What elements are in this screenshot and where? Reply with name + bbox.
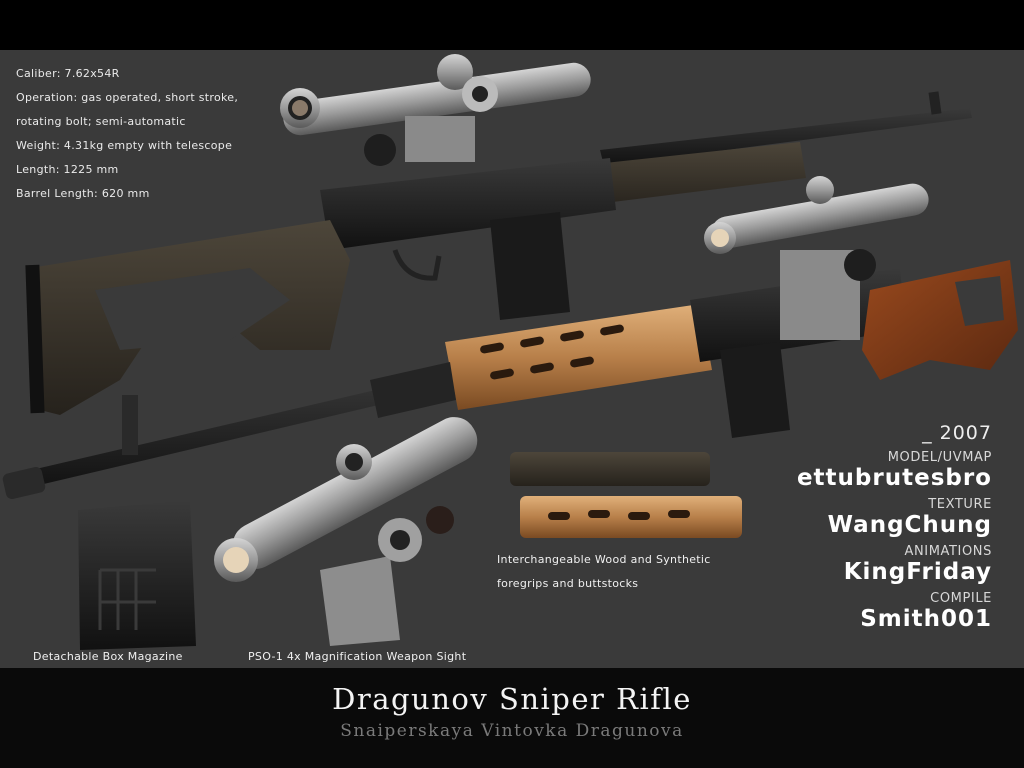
caption-grips-line2: foregrips and buttstocks: [497, 577, 639, 590]
wood-rifle: [2, 176, 1018, 499]
credits-animations-name: KingFriday: [843, 559, 992, 585]
credits-model-name: ettubrutesbro: [796, 465, 992, 491]
credits-animations-role: ANIMATIONS: [904, 544, 992, 559]
render-panel: Caliber: 7.62x54R Operation: gas operate…: [0, 50, 1024, 668]
credits-model-role: MODEL/UVMAP: [887, 450, 992, 465]
spec-barrel-length: Barrel Length: 620 mm: [16, 187, 150, 200]
pso1-scope-render: [214, 417, 478, 646]
interchangeable-grips-render: [510, 452, 742, 538]
spec-operation-cont: rotating bolt; semi-automatic: [16, 115, 186, 128]
spec-operation: Operation: gas operated, short stroke,: [16, 91, 239, 104]
spec-weight: Weight: 4.31kg empty with telescope: [16, 139, 233, 152]
synthetic-rifle: [25, 54, 972, 415]
credits-block: _ 2007 MODEL/UVMAP ettubrutesbro TEXTURE…: [797, 422, 992, 632]
caption-magazine: Detachable Box Magazine: [33, 650, 183, 663]
magazine-render: [78, 500, 196, 650]
credits-compile-role: COMPILE: [930, 591, 992, 606]
spec-caliber: Caliber: 7.62x54R: [16, 67, 120, 80]
top-black-bar: [0, 0, 1024, 50]
footer-title: Dragunov Sniper Rifle: [332, 682, 692, 716]
credits-year: _ 2007: [922, 422, 992, 444]
specs-block: Caliber: 7.62x54R Operation: gas operate…: [16, 62, 238, 206]
footer-bar: Dragunov Sniper Rifle Snaiperskaya Vinto…: [0, 668, 1024, 768]
credits-texture-role: TEXTURE: [928, 497, 992, 512]
weapon-render-art: [2, 54, 1018, 650]
spec-length: Length: 1225 mm: [16, 163, 119, 176]
footer-subtitle: Snaiperskaya Vintovka Dragunova: [340, 721, 684, 741]
caption-scope: PSO-1 4x Magnification Weapon Sight: [248, 650, 467, 663]
credits-texture-name: WangChung: [827, 512, 992, 538]
credits-compile-name: Smith001: [860, 606, 992, 632]
caption-grips-line1: Interchangeable Wood and Synthetic: [497, 553, 711, 566]
